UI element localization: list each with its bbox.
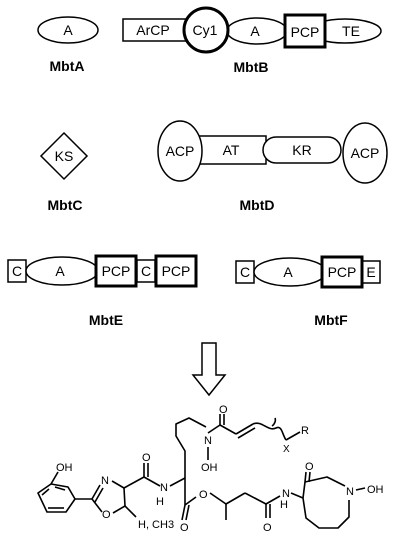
mbtF-domain-pcp-label: PCP — [328, 264, 357, 280]
atom-o-ketone: O — [263, 522, 272, 534]
mbtD-domain-acp-1-label: ACP — [166, 143, 195, 159]
atom-o-ester-carbonyl: O — [180, 522, 189, 534]
mbtC-domain-ks — [39, 131, 89, 181]
phenol-oh-bond — [50, 471, 59, 485]
mbtF-domain-e-label: E — [366, 264, 375, 280]
mycobactin-structure — [37, 414, 366, 529]
mbtF-domain-c-label: C — [240, 264, 250, 280]
mbtB-domain-pcp-label: PCP — [291, 24, 320, 40]
mbtA-label: MbtA — [50, 58, 85, 74]
mbtD-domain-acp-2-label: ACP — [351, 145, 380, 161]
mbtF-protein: C A E PCP MbtF — [235, 255, 381, 328]
oxazoline-ring — [91, 480, 126, 514]
atom-o-oxazoline: O — [102, 509, 111, 521]
atom-o-acyl: O — [219, 404, 228, 416]
mbtC-protein: KS MbtC — [39, 131, 89, 213]
mbtD-domain-acp-2 — [342, 122, 388, 184]
atom-n-amide2: N — [282, 488, 290, 500]
mbtF-domain-a-label: A — [283, 264, 293, 280]
atom-h-ch3: H, CH3 — [138, 519, 174, 531]
atom-o-ester: O — [199, 489, 208, 501]
methyl-bond — [124, 505, 137, 518]
structure-atom-labels: OH N O O H N O O O H N O N OH O N OH R X… — [56, 404, 384, 534]
atom-r-group: R — [301, 425, 309, 437]
mbtB-label: MbtB — [234, 59, 269, 75]
mbtE-domain-c-1-label: C — [12, 263, 22, 279]
mbtD-domain-acp-1 — [157, 120, 203, 182]
mbtC-domain-ks-label: KS — [55, 148, 74, 164]
atom-x-subscript: X — [283, 444, 290, 455]
mbtB-domain-a-label: A — [250, 23, 260, 39]
mbtE-domain-pcp-2 — [154, 254, 198, 288]
mbtE-protein: C A C PCP PCP MbtE — [7, 254, 198, 328]
atom-oh-phenol: OH — [56, 462, 73, 474]
mbtB-domain-pcp — [283, 13, 327, 49]
mbtD-domain-kr-label: KR — [292, 142, 311, 158]
phenol-ring — [37, 483, 76, 513]
c4-carbonyl-bond — [123, 476, 145, 489]
mbtD-label: MbtD — [240, 197, 275, 213]
mbtE-domain-pcp-1 — [94, 254, 138, 288]
mbtF-label: MbtF — [314, 312, 348, 328]
mbtF-domain-pcp — [320, 255, 364, 289]
mbtB-domain-arcp-label: ArCP — [136, 22, 169, 38]
mbtE-domain-pcp-2-label: PCP — [162, 263, 191, 279]
mbtA-domain-a — [37, 16, 99, 44]
mbtE-domain-pcp-1-label: PCP — [102, 263, 131, 279]
mbtB-protein: ArCP A TE PCP Cy1 MbtB — [122, 6, 382, 75]
mbtB-domain-cy1 — [182, 6, 230, 54]
mbtA-domain-a-label: A — [63, 22, 73, 38]
mbtE-domain-c-2-label: C — [141, 263, 151, 279]
atom-n-hydroxamate: N — [204, 435, 212, 447]
down-arrow-icon — [191, 342, 227, 397]
mbtD-protein: AT KR ACP ACP MbtD — [157, 120, 388, 213]
caprolactam-ring — [302, 476, 350, 529]
mbtB-domain-cy1-label: Cy1 — [193, 22, 218, 38]
mbtA-protein: A MbtA — [37, 16, 99, 74]
atom-oh-hydroxamate: OH — [201, 462, 218, 474]
mbtB-domain-te-label: TE — [342, 23, 360, 39]
mbtD-domain-at — [195, 135, 267, 165]
atom-oh-lactam: OH — [367, 484, 384, 496]
atom-o-lactam: O — [305, 461, 314, 473]
mbtE-label: MbtE — [89, 312, 123, 328]
atom-h-amide1: H — [156, 496, 164, 508]
mbtE-domain-a-label: A — [55, 263, 65, 279]
atom-h-amide2: H — [280, 499, 288, 511]
atom-n-lactam: N — [346, 486, 354, 498]
mbtD-domain-at-label: AT — [223, 142, 240, 158]
atom-o-amide1: O — [142, 452, 151, 464]
atom-n-amide1: N — [160, 482, 168, 494]
mbtC-label: MbtC — [48, 197, 83, 213]
mbtD-domain-kr — [262, 136, 342, 164]
atom-n-oxazoline: N — [101, 475, 109, 487]
